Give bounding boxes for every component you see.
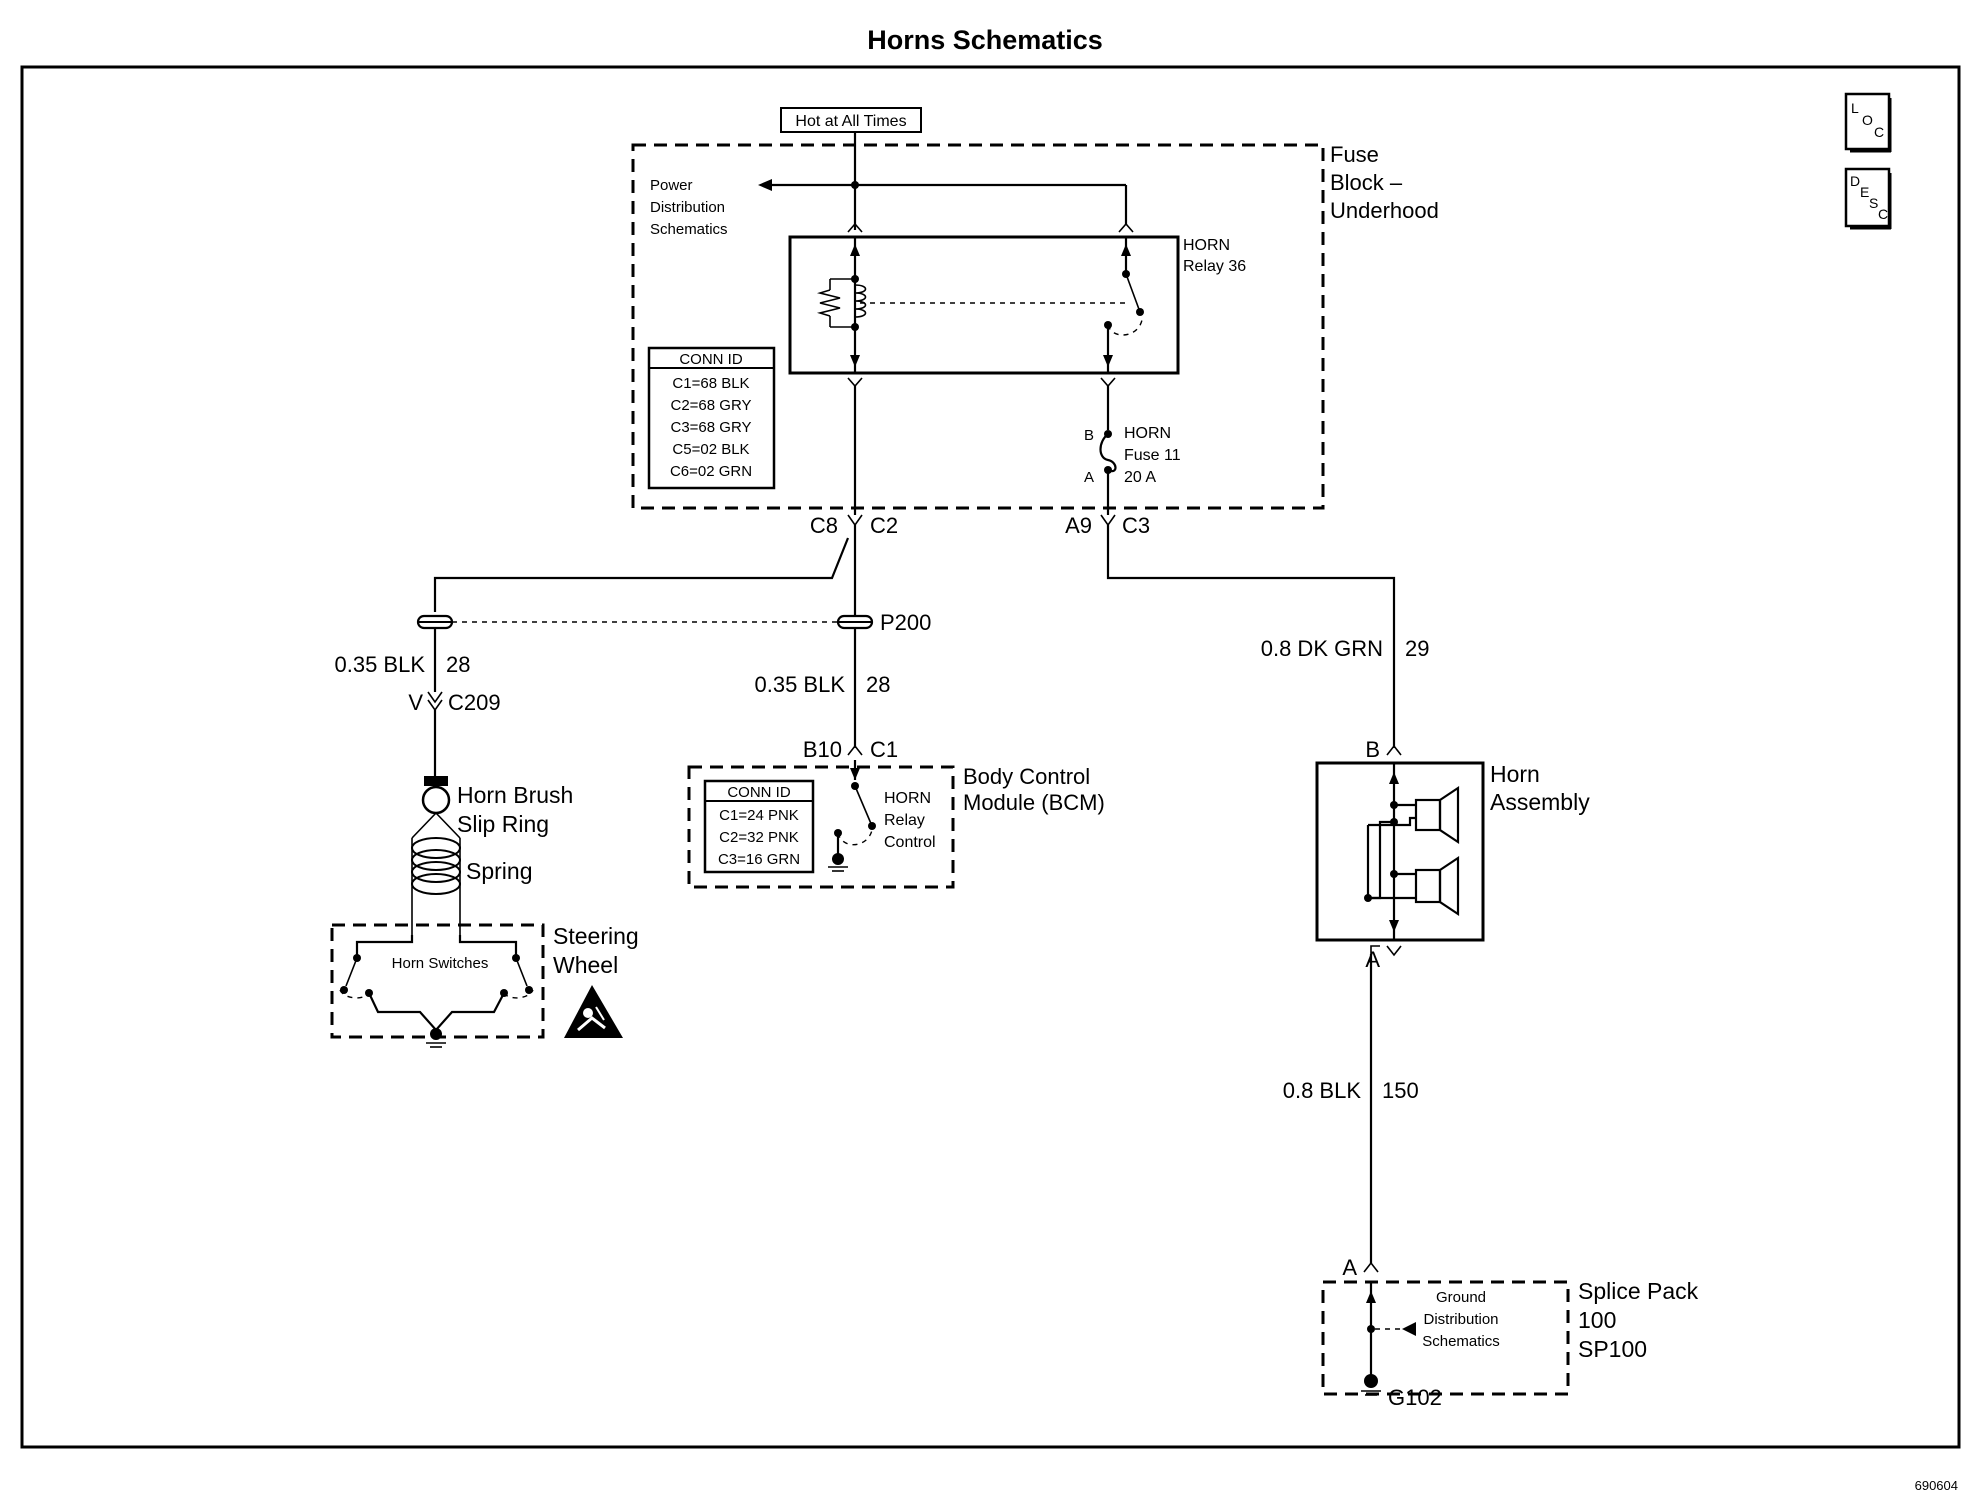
- svg-text:Relay: Relay: [884, 812, 925, 829]
- svg-text:C5=02 BLK: C5=02 BLK: [672, 441, 749, 458]
- svg-text:Fuse 11: Fuse 11: [1124, 447, 1181, 464]
- svg-text:C1=24 PNK: C1=24 PNK: [719, 807, 799, 824]
- svg-text:C2=32 PNK: C2=32 PNK: [719, 829, 799, 846]
- svg-text:G102: G102: [1388, 1385, 1442, 1410]
- horn-relay: [788, 235, 1180, 375]
- spring: Spring: [411, 812, 532, 935]
- fuse-block-label: Fuse: [1330, 142, 1379, 167]
- svg-text:D: D: [1850, 173, 1860, 189]
- svg-text:C6=02 GRN: C6=02 GRN: [670, 463, 752, 480]
- svg-text:C: C: [1874, 124, 1884, 140]
- horn-speakers: [1364, 763, 1460, 940]
- svg-text:P200: P200: [880, 610, 931, 635]
- horn-assembly-label: Horn: [1490, 761, 1540, 787]
- svg-text:Slip Ring: Slip Ring: [457, 811, 549, 837]
- left-shield: [416, 614, 454, 630]
- svg-text:C: C: [1878, 206, 1888, 222]
- bcm-label: Body Control: [963, 764, 1090, 789]
- svg-text:C2=68 GRY: C2=68 GRY: [670, 397, 751, 414]
- wire-label-horn-feed-gauge: 0.8 DK GRN: [1261, 636, 1383, 661]
- ground-distribution-ref[interactable]: Ground Distribution Schematics: [1375, 1289, 1500, 1350]
- svg-text:S: S: [1869, 195, 1878, 211]
- svg-text:Horn Switches: Horn Switches: [392, 955, 489, 972]
- svg-text:Control: Control: [884, 834, 936, 851]
- wire-label-middle-gauge: 0.35 BLK: [754, 672, 845, 697]
- svg-text:Power: Power: [650, 177, 693, 194]
- splice-pack-label: Splice Pack: [1578, 1278, 1699, 1304]
- svg-text:Ground: Ground: [1436, 1289, 1486, 1306]
- svg-text:Spring: Spring: [466, 858, 532, 884]
- connector-c209: C209: [448, 690, 501, 715]
- bcm-boundary: [687, 765, 955, 889]
- connector-horn-a: A: [1365, 947, 1380, 972]
- svg-text:A: A: [1084, 469, 1094, 486]
- splice-p200: P200: [836, 610, 931, 635]
- svg-text:Relay 36: Relay 36: [1183, 258, 1246, 275]
- connector-splice-a: A: [1342, 1255, 1357, 1280]
- connector-c3: C3: [1122, 513, 1150, 538]
- desc-button[interactable]: D E S C: [1844, 167, 1892, 230]
- horn-assembly: [1315, 761, 1485, 942]
- wire-label-middle-circuit: 28: [866, 672, 890, 697]
- svg-text:SP100: SP100: [1578, 1336, 1647, 1362]
- connector-horn-b: B: [1365, 737, 1380, 762]
- svg-text:Underhood: Underhood: [1330, 198, 1439, 223]
- figure-id: 690604: [1915, 1478, 1958, 1493]
- svg-text:100: 100: [1578, 1307, 1616, 1333]
- diagram-frame: [20, 65, 1961, 1449]
- svg-text:Block –: Block –: [1330, 170, 1403, 195]
- svg-text:Horn Brush: Horn Brush: [457, 782, 573, 808]
- svg-text:20 A: 20 A: [1124, 469, 1156, 486]
- svg-text:Schematics: Schematics: [1422, 1333, 1500, 1350]
- svg-text:Distribution: Distribution: [1423, 1311, 1498, 1328]
- horn-fuse: B A HORN Fuse 11 20 A: [1084, 425, 1181, 486]
- svg-text:CONN ID: CONN ID: [679, 351, 743, 368]
- ground-g102: G102: [1361, 1374, 1442, 1410]
- power-distribution-ref[interactable]: Power Distribution Schematics: [650, 177, 855, 238]
- connector-c2: C2: [870, 513, 898, 538]
- svg-text:C3=16 GRN: C3=16 GRN: [718, 851, 800, 868]
- loc-button[interactable]: L O C: [1844, 92, 1892, 153]
- horn-fuse-label: HORN: [1124, 425, 1171, 442]
- svg-text:C3=68 GRY: C3=68 GRY: [670, 419, 751, 436]
- bcm-relay-control-label: HORN: [884, 790, 931, 807]
- power-source-label: Hot at All Times: [780, 107, 922, 133]
- svg-text:O: O: [1862, 112, 1873, 128]
- svg-text:L: L: [1851, 100, 1859, 116]
- steering-wheel-label: Steering: [553, 923, 639, 949]
- diagram-title: Horns Schematics: [867, 25, 1103, 55]
- svg-text:Module (BCM): Module (BCM): [963, 790, 1105, 815]
- bcm-conn-id-table: CONN ID C1=24 PNK C2=32 PNK C3=16 GRN: [703, 779, 815, 874]
- wire-label-horn-ground-circuit: 150: [1382, 1078, 1419, 1103]
- wire-label-left-gauge: 0.35 BLK: [334, 652, 425, 677]
- connector-c1: C1: [870, 737, 898, 762]
- horn-relay-label: HORN: [1183, 237, 1230, 254]
- fuse-block-boundary: [631, 143, 1325, 510]
- connector-a9: A9: [1065, 513, 1092, 538]
- svg-text:C1=68 BLK: C1=68 BLK: [672, 375, 749, 392]
- svg-text:Schematics: Schematics: [650, 221, 728, 238]
- connector-b10: B10: [803, 737, 842, 762]
- svg-text:Wheel: Wheel: [553, 952, 618, 978]
- wire-label-horn-feed-circuit: 29: [1405, 636, 1429, 661]
- svg-text:Assembly: Assembly: [1490, 789, 1590, 815]
- svg-text:Distribution: Distribution: [650, 199, 725, 216]
- connector-v: V: [408, 690, 423, 715]
- splice-pack-boundary: [1321, 1280, 1570, 1396]
- connector-c8: C8: [810, 513, 838, 538]
- svg-text:CONN ID: CONN ID: [727, 784, 791, 801]
- svg-text:Hot at All Times: Hot at All Times: [795, 113, 906, 130]
- horn-brush-slip-ring: Horn Brush Slip Ring: [421, 776, 573, 837]
- wire-label-horn-ground-gauge: 0.8 BLK: [1283, 1078, 1362, 1103]
- airbag-warning-icon: [564, 985, 623, 1038]
- fuse-block-conn-id-table: CONN ID C1=68 BLK C2=68 GRY C3=68 GRY C5…: [647, 346, 776, 490]
- wire-label-left-circuit: 28: [446, 652, 470, 677]
- svg-text:B: B: [1084, 427, 1094, 444]
- svg-text:E: E: [1860, 184, 1869, 200]
- horn-switches: Horn Switches: [339, 935, 534, 1048]
